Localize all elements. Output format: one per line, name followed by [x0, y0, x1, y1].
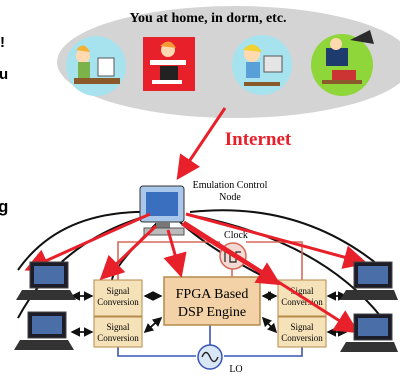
control-node-computer-icon: [139, 185, 185, 236]
signal-conversion-right-bottom: Signal Conversion: [277, 316, 327, 348]
laptop-icon-left-bottom: [14, 311, 74, 350]
clock-label: Clock: [224, 230, 248, 241]
data-path-arrows: [70, 291, 348, 337]
user-avatar-1: [66, 36, 126, 96]
converter-4-line2: Conversion: [281, 333, 323, 343]
edge-fragment-u: u: [0, 66, 8, 83]
laptop-icon-left-top: [16, 261, 76, 300]
converter-3-line1: Signal: [290, 286, 314, 296]
laptop-icon-right-bottom: [340, 313, 398, 352]
edge-fragment-g: g: [0, 197, 8, 216]
internet-label: Internet: [225, 129, 292, 150]
internet-arrow: [176, 107, 227, 180]
converter-2-line1: Signal: [106, 322, 130, 332]
control-node-label-line1: Emulation Control: [193, 180, 268, 191]
converter-4-line1: Signal: [290, 322, 314, 332]
sine-wave-icon: [201, 351, 219, 363]
user-avatar-4: [311, 30, 374, 96]
converter-1-line1: Signal: [106, 286, 130, 296]
converter-1-line2: Conversion: [97, 297, 139, 307]
control-node-label-line2: Node: [219, 192, 241, 203]
converter-2-line2: Conversion: [97, 333, 139, 343]
remote-users-cloud: [57, 6, 400, 118]
laptop-icon-right-top: [340, 261, 398, 300]
fpga-dsp-engine: FPGA Based DSP Engine: [163, 276, 261, 326]
user-avatar-2: [143, 37, 195, 91]
oscillator-label: LO: [229, 364, 242, 375]
edge-fragment-exclaim: !: [0, 34, 5, 51]
engine-line2: DSP Engine: [178, 305, 246, 320]
signal-conversion-left-bottom: Signal Conversion: [93, 316, 143, 348]
user-avatar-3: [232, 35, 292, 95]
remote-users-caption: You at home, in dorm, etc.: [129, 11, 286, 26]
engine-line1: FPGA Based: [176, 287, 249, 302]
signal-conversion-left-top: Signal Conversion: [93, 279, 143, 317]
converter-3-line2: Conversion: [281, 297, 323, 307]
control-arrows: [24, 212, 368, 334]
